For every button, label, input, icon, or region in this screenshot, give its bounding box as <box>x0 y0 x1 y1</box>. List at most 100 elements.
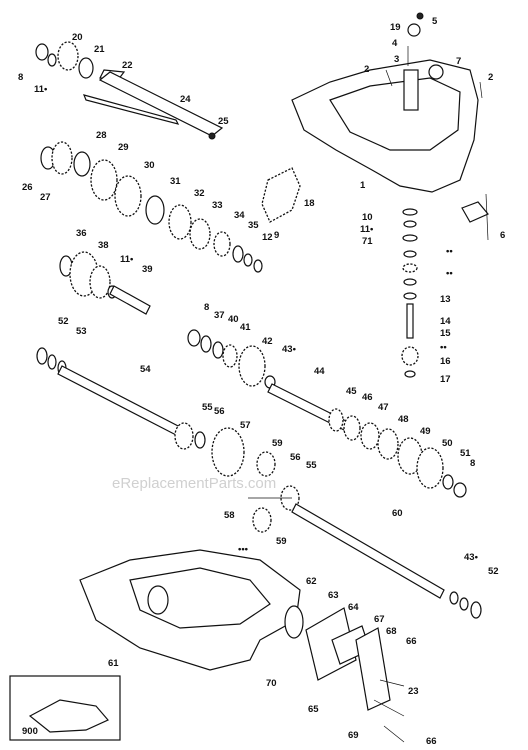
callout-54: 54 <box>140 364 151 375</box>
callout-8b: 8 <box>204 302 209 313</box>
callout-49: 49 <box>420 426 431 437</box>
part-24-rod <box>82 94 180 125</box>
callout-68: 68 <box>386 626 397 637</box>
shift-lever-assembly <box>461 193 489 241</box>
callout-4: 4 <box>392 38 398 49</box>
part-57-ring-gear <box>211 427 245 477</box>
housing-bore <box>147 585 169 615</box>
countershaft-gear-stack <box>40 141 263 273</box>
part-39-shaft <box>109 285 151 315</box>
part-8-bushing <box>187 329 201 347</box>
chain-loop <box>261 167 301 223</box>
callout-20: 20 <box>72 32 83 43</box>
part-900-assembly <box>28 699 109 733</box>
part-48-gear <box>377 428 399 460</box>
callout-9: 9 <box>274 230 279 241</box>
callout-44: 44 <box>314 366 325 377</box>
part-62-disc <box>284 605 304 639</box>
part-55-bevel <box>174 422 194 450</box>
part-9-ring <box>253 259 263 273</box>
callout-11c: 11• <box>360 224 374 235</box>
callout-53: 53 <box>76 326 87 337</box>
part-25-pin <box>208 132 216 140</box>
brake-assembly <box>284 605 405 743</box>
part-46-gear <box>343 415 361 441</box>
part-66-bolt <box>379 679 405 687</box>
callout-64: 64 <box>348 602 359 613</box>
part-16-pinion <box>401 346 419 366</box>
callout-67: 67 <box>374 614 385 625</box>
housing-cavity <box>129 567 271 629</box>
callout-38: 38 <box>98 240 109 251</box>
differential-assembly <box>248 451 482 619</box>
part-8-bushing-b <box>453 482 467 498</box>
callout-50: 50 <box>442 438 453 449</box>
reverse-gear-assembly <box>59 251 151 315</box>
part-52-seal-b <box>470 601 482 619</box>
part-13-ring-a <box>403 278 417 286</box>
callout-ss1: •• <box>446 246 453 257</box>
callout-71: 71 <box>362 236 373 247</box>
callout-52: 52 <box>58 316 69 327</box>
part-12-washer <box>243 253 253 267</box>
part-6-bracket <box>461 201 489 223</box>
part-43-washer-c <box>459 597 469 611</box>
part-6-rod <box>485 193 489 241</box>
part-40-spacer <box>212 341 224 359</box>
callout-35: 35 <box>248 220 259 231</box>
callout-33: 33 <box>212 200 223 211</box>
callout-ss2: •• <box>446 268 453 279</box>
callout-62: 62 <box>306 576 317 587</box>
callout-24: 24 <box>180 94 191 105</box>
callout-70: 70 <box>266 678 277 689</box>
part-17-ring <box>404 370 416 378</box>
callout-36: 36 <box>76 228 87 239</box>
part-53-washer-a <box>47 354 57 370</box>
callout-6: 6 <box>500 230 505 241</box>
callout-34: 34 <box>234 210 245 221</box>
part-24-shaft <box>98 71 224 137</box>
callout-5: 5 <box>432 16 438 27</box>
callout-ss3: •• <box>440 342 447 353</box>
callout-10: 10 <box>362 212 373 223</box>
callout-3: 3 <box>394 54 399 65</box>
callout-51: 51 <box>460 448 471 459</box>
callout-13: 13 <box>440 294 451 305</box>
part-30-gear <box>114 175 142 217</box>
part-11-ring <box>403 220 417 228</box>
stack-bearing <box>402 263 418 273</box>
part-10-washer <box>402 208 418 216</box>
callout-27: 27 <box>40 192 51 203</box>
callout-11: 11• <box>34 84 48 95</box>
part-59-gear-bottom <box>252 507 272 533</box>
callout-sss: ••• <box>238 544 249 555</box>
callout-45: 45 <box>346 386 357 397</box>
callout-46: 46 <box>362 392 373 403</box>
lower-housing <box>79 549 301 671</box>
callout-900: 900 <box>22 726 38 737</box>
callout-65: 65 <box>308 704 319 715</box>
callout-52b: 52 <box>488 566 499 577</box>
callout-8c: 8 <box>470 458 475 469</box>
part-35-spacer <box>232 245 244 263</box>
callout-57: 57 <box>240 420 251 431</box>
part-42-gear <box>238 345 266 387</box>
part-52-seal <box>36 347 48 365</box>
callout-56: 56 <box>214 406 225 417</box>
callout-21: 21 <box>94 44 105 55</box>
part-29-gear <box>90 159 118 201</box>
callout-63: 63 <box>328 590 339 601</box>
part-8-washer <box>35 43 49 61</box>
left-axle-assembly <box>36 347 245 477</box>
callout-40: 40 <box>228 314 239 325</box>
part-27-gear <box>51 141 73 175</box>
callout-56b: 56 <box>290 452 301 463</box>
part-67-lever <box>355 627 391 711</box>
part-2-bolt <box>385 69 393 87</box>
part-5-screw <box>416 12 424 20</box>
callout-43: 43• <box>282 344 297 355</box>
input-shaft-assembly <box>35 41 224 140</box>
middle-shaft-assembly <box>187 329 467 498</box>
callout-48: 48 <box>398 414 409 425</box>
callout-17: 17 <box>440 374 451 385</box>
